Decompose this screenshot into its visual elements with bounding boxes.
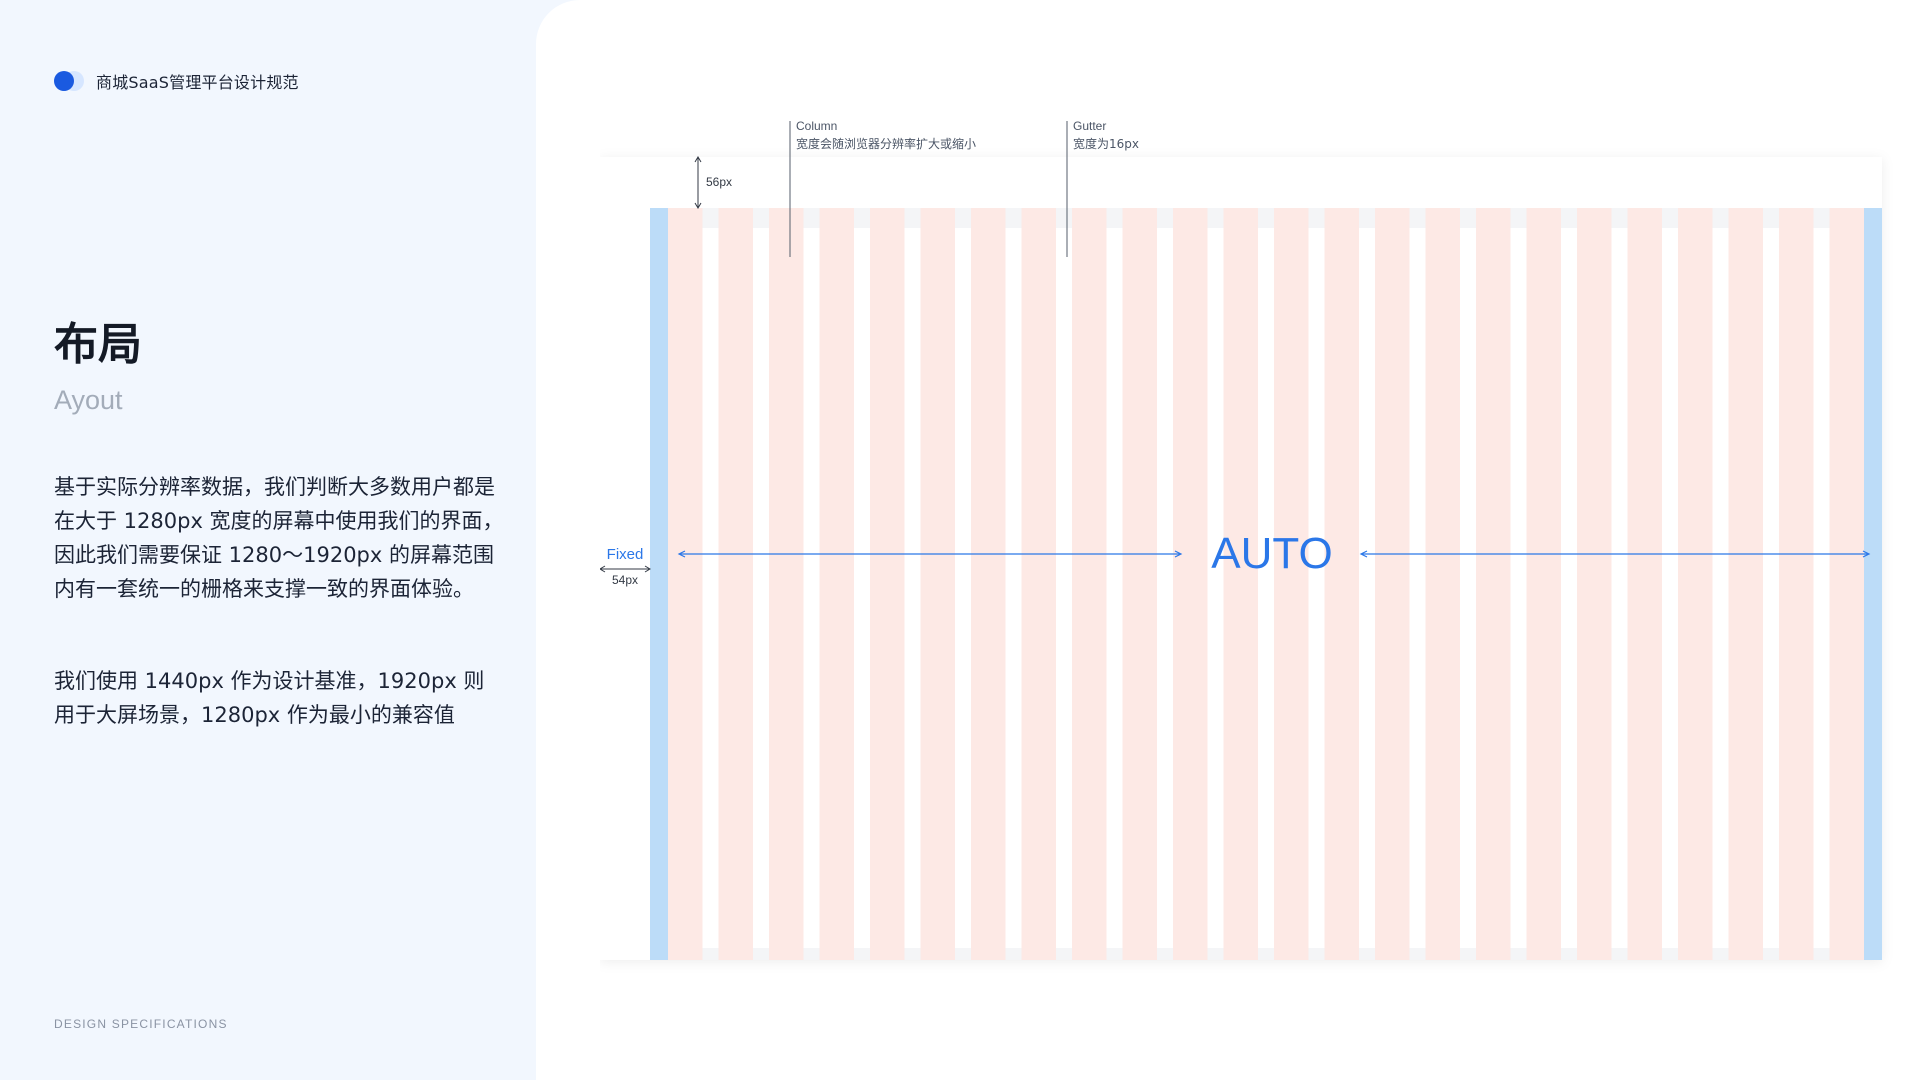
layout-grid-diagram: 56px Column 宽度会随浏览器分辨率扩大或缩小 Gutter 宽度为16… — [600, 119, 1882, 960]
grid-column — [668, 208, 703, 960]
grid-column — [1324, 208, 1359, 960]
grid-column — [971, 208, 1006, 960]
grid-column — [819, 208, 854, 960]
section-subtitle: Ayout — [54, 385, 123, 415]
column-callout: Column 宽度会随浏览器分辨率扩大或缩小 — [789, 119, 976, 257]
grid-column — [920, 208, 955, 960]
header-height-dimension: 56px — [694, 156, 732, 209]
auto-width-dimension: AUTO — [677, 529, 1871, 578]
grid-column — [870, 208, 905, 960]
grid-column — [1476, 208, 1511, 960]
gutter-callout-note: 宽度为16px — [1073, 136, 1139, 151]
header-height-label: 56px — [706, 175, 732, 189]
grid-column — [1627, 208, 1662, 960]
gutter-callout: Gutter 宽度为16px — [1066, 119, 1139, 257]
content-background — [650, 228, 1882, 948]
column-callout-note: 宽度会随浏览器分辨率扩大或缩小 — [796, 136, 976, 151]
auto-label: AUTO — [1211, 529, 1332, 578]
column-callout-title: Column — [796, 119, 837, 133]
grid-column — [718, 208, 753, 960]
brand-name: 商城SaaS管理平台设计规范 — [96, 73, 299, 92]
grid-column — [1577, 208, 1612, 960]
description-paragraph-2: 我们使用 1440px 作为设计基准，1920px 则用于大屏场景，1280px… — [54, 669, 485, 727]
fixed-width-label: 54px — [612, 573, 638, 587]
fixed-sidebar — [600, 157, 650, 960]
fixed-label: Fixed — [607, 546, 644, 563]
grid-margin-left — [650, 208, 668, 960]
grid-column — [1021, 208, 1056, 960]
canvas-card: 56px Column 宽度会随浏览器分辨率扩大或缩小 Gutter 宽度为16… — [536, 0, 1920, 1080]
grid-column — [1223, 208, 1258, 960]
grid-column — [1425, 208, 1460, 960]
grid-column — [1678, 208, 1713, 960]
grid-column — [1173, 208, 1208, 960]
grid-column — [1274, 208, 1309, 960]
brand: 商城SaaS管理平台设计规范 — [54, 70, 299, 92]
grid-column — [1829, 208, 1864, 960]
brand-logo-icon — [54, 70, 84, 92]
grid-column — [1779, 208, 1814, 960]
grid-margin-right — [1864, 208, 1882, 960]
fixed-width-dimension: Fixed 54px — [600, 546, 651, 587]
grid-column — [1728, 208, 1763, 960]
grid-column — [1526, 208, 1561, 960]
grid-columns — [650, 208, 1882, 960]
gutter-callout-title: Gutter — [1073, 119, 1106, 133]
section-title: 布局 — [54, 319, 142, 370]
grid-column — [1122, 208, 1157, 960]
grid-column — [1375, 208, 1410, 960]
grid-column — [769, 208, 804, 960]
grid-column — [1072, 208, 1107, 960]
header-bar — [650, 157, 1882, 208]
description-paragraph-1: 基于实际分辨率数据，我们判断大多数用户都是在大于 1280px 宽度的屏幕中使用… — [54, 475, 504, 601]
footer-label: DESIGN SPECIFICATIONS — [54, 1017, 228, 1031]
